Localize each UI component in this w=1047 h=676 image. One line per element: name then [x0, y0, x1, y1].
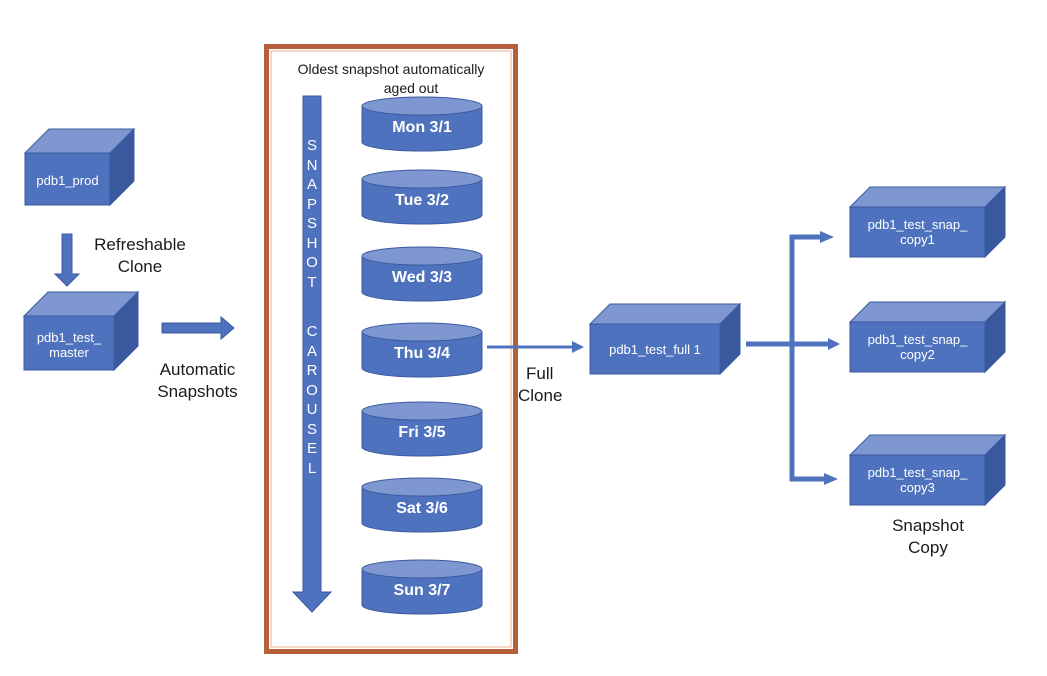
full-clone-arrow-head	[572, 341, 584, 353]
snapshot-label-3: Wed 3/3	[391, 269, 453, 286]
carousel-letter: L	[307, 459, 317, 477]
full-clone-label: Full Clone	[518, 363, 578, 407]
carousel-letter: S	[306, 137, 317, 154]
carousel-letter: S	[306, 420, 317, 438]
carousel-letter: O	[306, 381, 318, 399]
pdb1-test-master-box	[22, 290, 140, 372]
snapshot-disk-2	[361, 169, 483, 225]
pdb1-test-full-label: pdb1_test_full 1	[609, 341, 701, 357]
pdb1-test-full-box-label: pdb1_test_full 1	[590, 327, 720, 371]
carousel-letter: P	[306, 195, 317, 213]
carousel-letter: R	[306, 362, 318, 379]
copy-label-line2: copy1	[900, 232, 935, 247]
snapshot-label-1: Mon 3/1	[392, 119, 452, 136]
copy-label-line1: pdb1_test_snap_	[867, 217, 968, 232]
snapshot-disk-4	[361, 322, 483, 378]
pdb1-test-snap-copy-box-1	[848, 185, 1007, 259]
snapshot-label-7: Sun 3/7	[393, 582, 451, 599]
pdb1-prod-label: pdb1_prod	[36, 172, 99, 188]
carousel-down-arrow	[291, 95, 333, 613]
pdb1-test-snap-copy-label-2: pdb1_test_snap_copy2	[850, 322, 985, 372]
carousel-letter: U	[306, 401, 318, 418]
snapshot-copy-label: Snapshot Copy	[868, 515, 988, 559]
pdb1-test-snap-copy-label-1: pdb1_test_snap_copy1	[850, 207, 985, 257]
automatic-snapshots-line1: Automatic	[159, 360, 236, 379]
snapshot-label-4: Thu 3/4	[393, 345, 450, 362]
carousel-heading-line1: Oldest snapshot automatically	[297, 61, 485, 77]
pdb1-test-snap-copy-box-2	[848, 300, 1007, 374]
snapshot-disk-3	[361, 246, 483, 302]
full-clone-line1: Full	[526, 364, 554, 383]
pdb1-test-master-line1: pdb1_test_	[36, 330, 102, 345]
pdb1-prod-box-label: pdb1_prod	[25, 163, 110, 197]
pdb1-test-master-line2: master	[49, 345, 89, 360]
snapshot-label-2: Tue 3/2	[395, 192, 449, 209]
carousel-letter: H	[306, 234, 318, 252]
snapshot-disk-7	[361, 559, 483, 615]
snapshot-disk-5	[361, 401, 483, 457]
snapshot-copy-line2: Copy	[908, 538, 948, 557]
refreshable-clone-label: Refreshable Clone	[80, 234, 200, 278]
pdb1-test-master-box-label: pdb1_test_ master	[24, 325, 114, 365]
carousel-heading-line2: aged out	[383, 80, 439, 96]
snapshot-label-5: Fri 3/5	[398, 424, 446, 441]
carousel-letter: T	[307, 273, 317, 291]
automatic-snapshots-line2: Snapshots	[157, 382, 238, 401]
snapshot-label-6: Sat 3/6	[396, 500, 448, 517]
refresh-down-arrow	[53, 233, 81, 287]
pdb1-test-full-box	[588, 302, 742, 376]
carousel-letter: A	[306, 176, 317, 193]
snapshot-copy-line1: Snapshot	[892, 516, 964, 535]
full-clone-line2: Clone	[518, 386, 563, 405]
pdb1-prod-box	[23, 127, 136, 207]
auto-snapshot-arrow	[161, 315, 235, 341]
pdb1-test-snap-copy-label-3: pdb1_test_snap_copy3	[850, 455, 985, 505]
carousel-frame	[264, 44, 518, 654]
carousel-letter: N	[306, 156, 318, 174]
refreshable-clone-line2: Clone	[117, 257, 163, 276]
snapshot-disk-6	[361, 477, 483, 533]
branch-arrow-copy2-head	[828, 338, 840, 350]
branch-arrow-copy1-head	[820, 231, 834, 243]
copy-label-line2: copy3	[900, 480, 935, 495]
snapshot-disk-1	[361, 96, 483, 152]
copy-label-line1: pdb1_test_snap_	[867, 465, 968, 480]
carousel-letter: C	[306, 323, 318, 340]
carousel-frame-inner	[270, 50, 512, 648]
pdb1-test-snap-copy-box-3	[848, 433, 1007, 507]
branch-arrow-copy3-head	[824, 473, 838, 485]
refreshable-clone-line1: Refreshable	[94, 235, 186, 254]
carousel-letter: E	[306, 440, 317, 457]
copy-label-line1: pdb1_test_snap_	[867, 332, 968, 347]
carousel-letter: A	[306, 342, 317, 360]
copy-label-line2: copy2	[900, 347, 935, 362]
automatic-snapshots-label: Automatic Snapshots	[140, 359, 255, 403]
carousel-heading: Oldest snapshot automatically aged out	[278, 60, 504, 98]
carousel-letter: S	[306, 215, 317, 232]
carousel-letter: O	[306, 254, 318, 271]
